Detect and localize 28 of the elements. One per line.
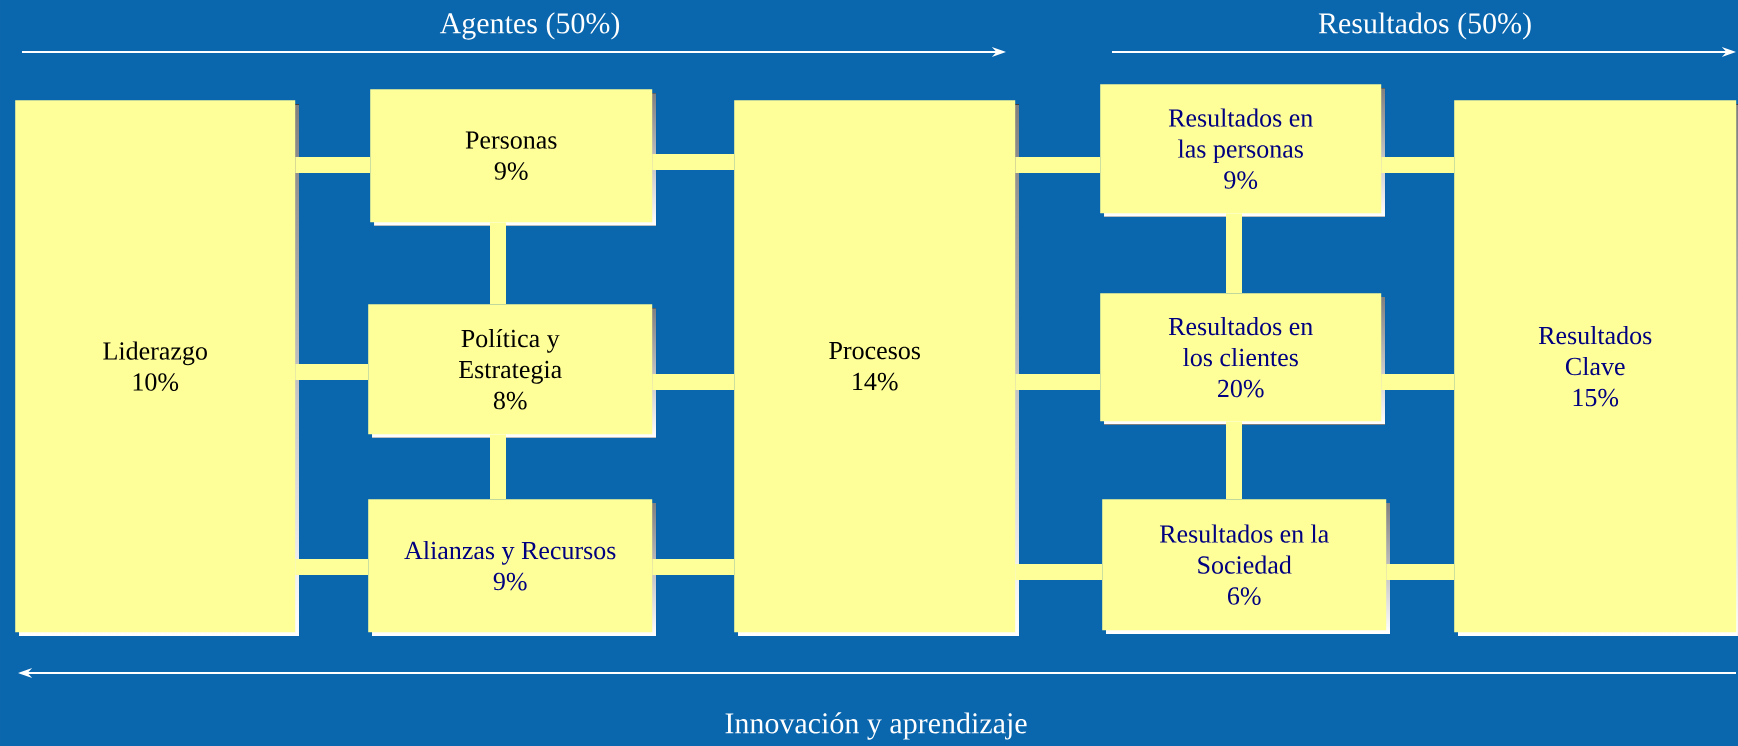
connector	[295, 157, 370, 173]
connector	[652, 154, 734, 170]
text-box: Liderazgo 10%	[15, 100, 299, 636]
heading-label: Innovación y aprendizaje	[725, 712, 1027, 740]
heading-label: Agentes (50%)	[439, 12, 620, 40]
text-box: Resultados en la Sociedad 6%	[1102, 499, 1390, 634]
connector	[652, 374, 734, 390]
text-box: Resultados Clave 15%	[1454, 100, 1738, 636]
text-box: Resultados en los clientes 20%	[1100, 293, 1385, 425]
text-box: Alianzas y Recursos 9%	[368, 499, 656, 636]
connector	[652, 559, 734, 575]
connector	[1226, 421, 1242, 499]
connector	[1381, 157, 1454, 173]
connector	[295, 364, 368, 380]
connector	[490, 222, 506, 304]
text-box: Resultados en las personas 9%	[1100, 84, 1385, 217]
text-box: Procesos 14%	[734, 100, 1019, 636]
connector	[490, 434, 506, 499]
connector	[1015, 564, 1102, 580]
heading-label: Resultados (50%)	[1318, 12, 1531, 40]
connector	[295, 559, 368, 575]
connector	[1015, 157, 1100, 173]
connector	[1386, 564, 1454, 580]
text-box: Política y Estrategia 8%	[368, 304, 656, 438]
text-box: Personas 9%	[370, 89, 656, 226]
connector	[1381, 374, 1454, 390]
connector	[1015, 374, 1100, 390]
connector	[1226, 213, 1242, 293]
